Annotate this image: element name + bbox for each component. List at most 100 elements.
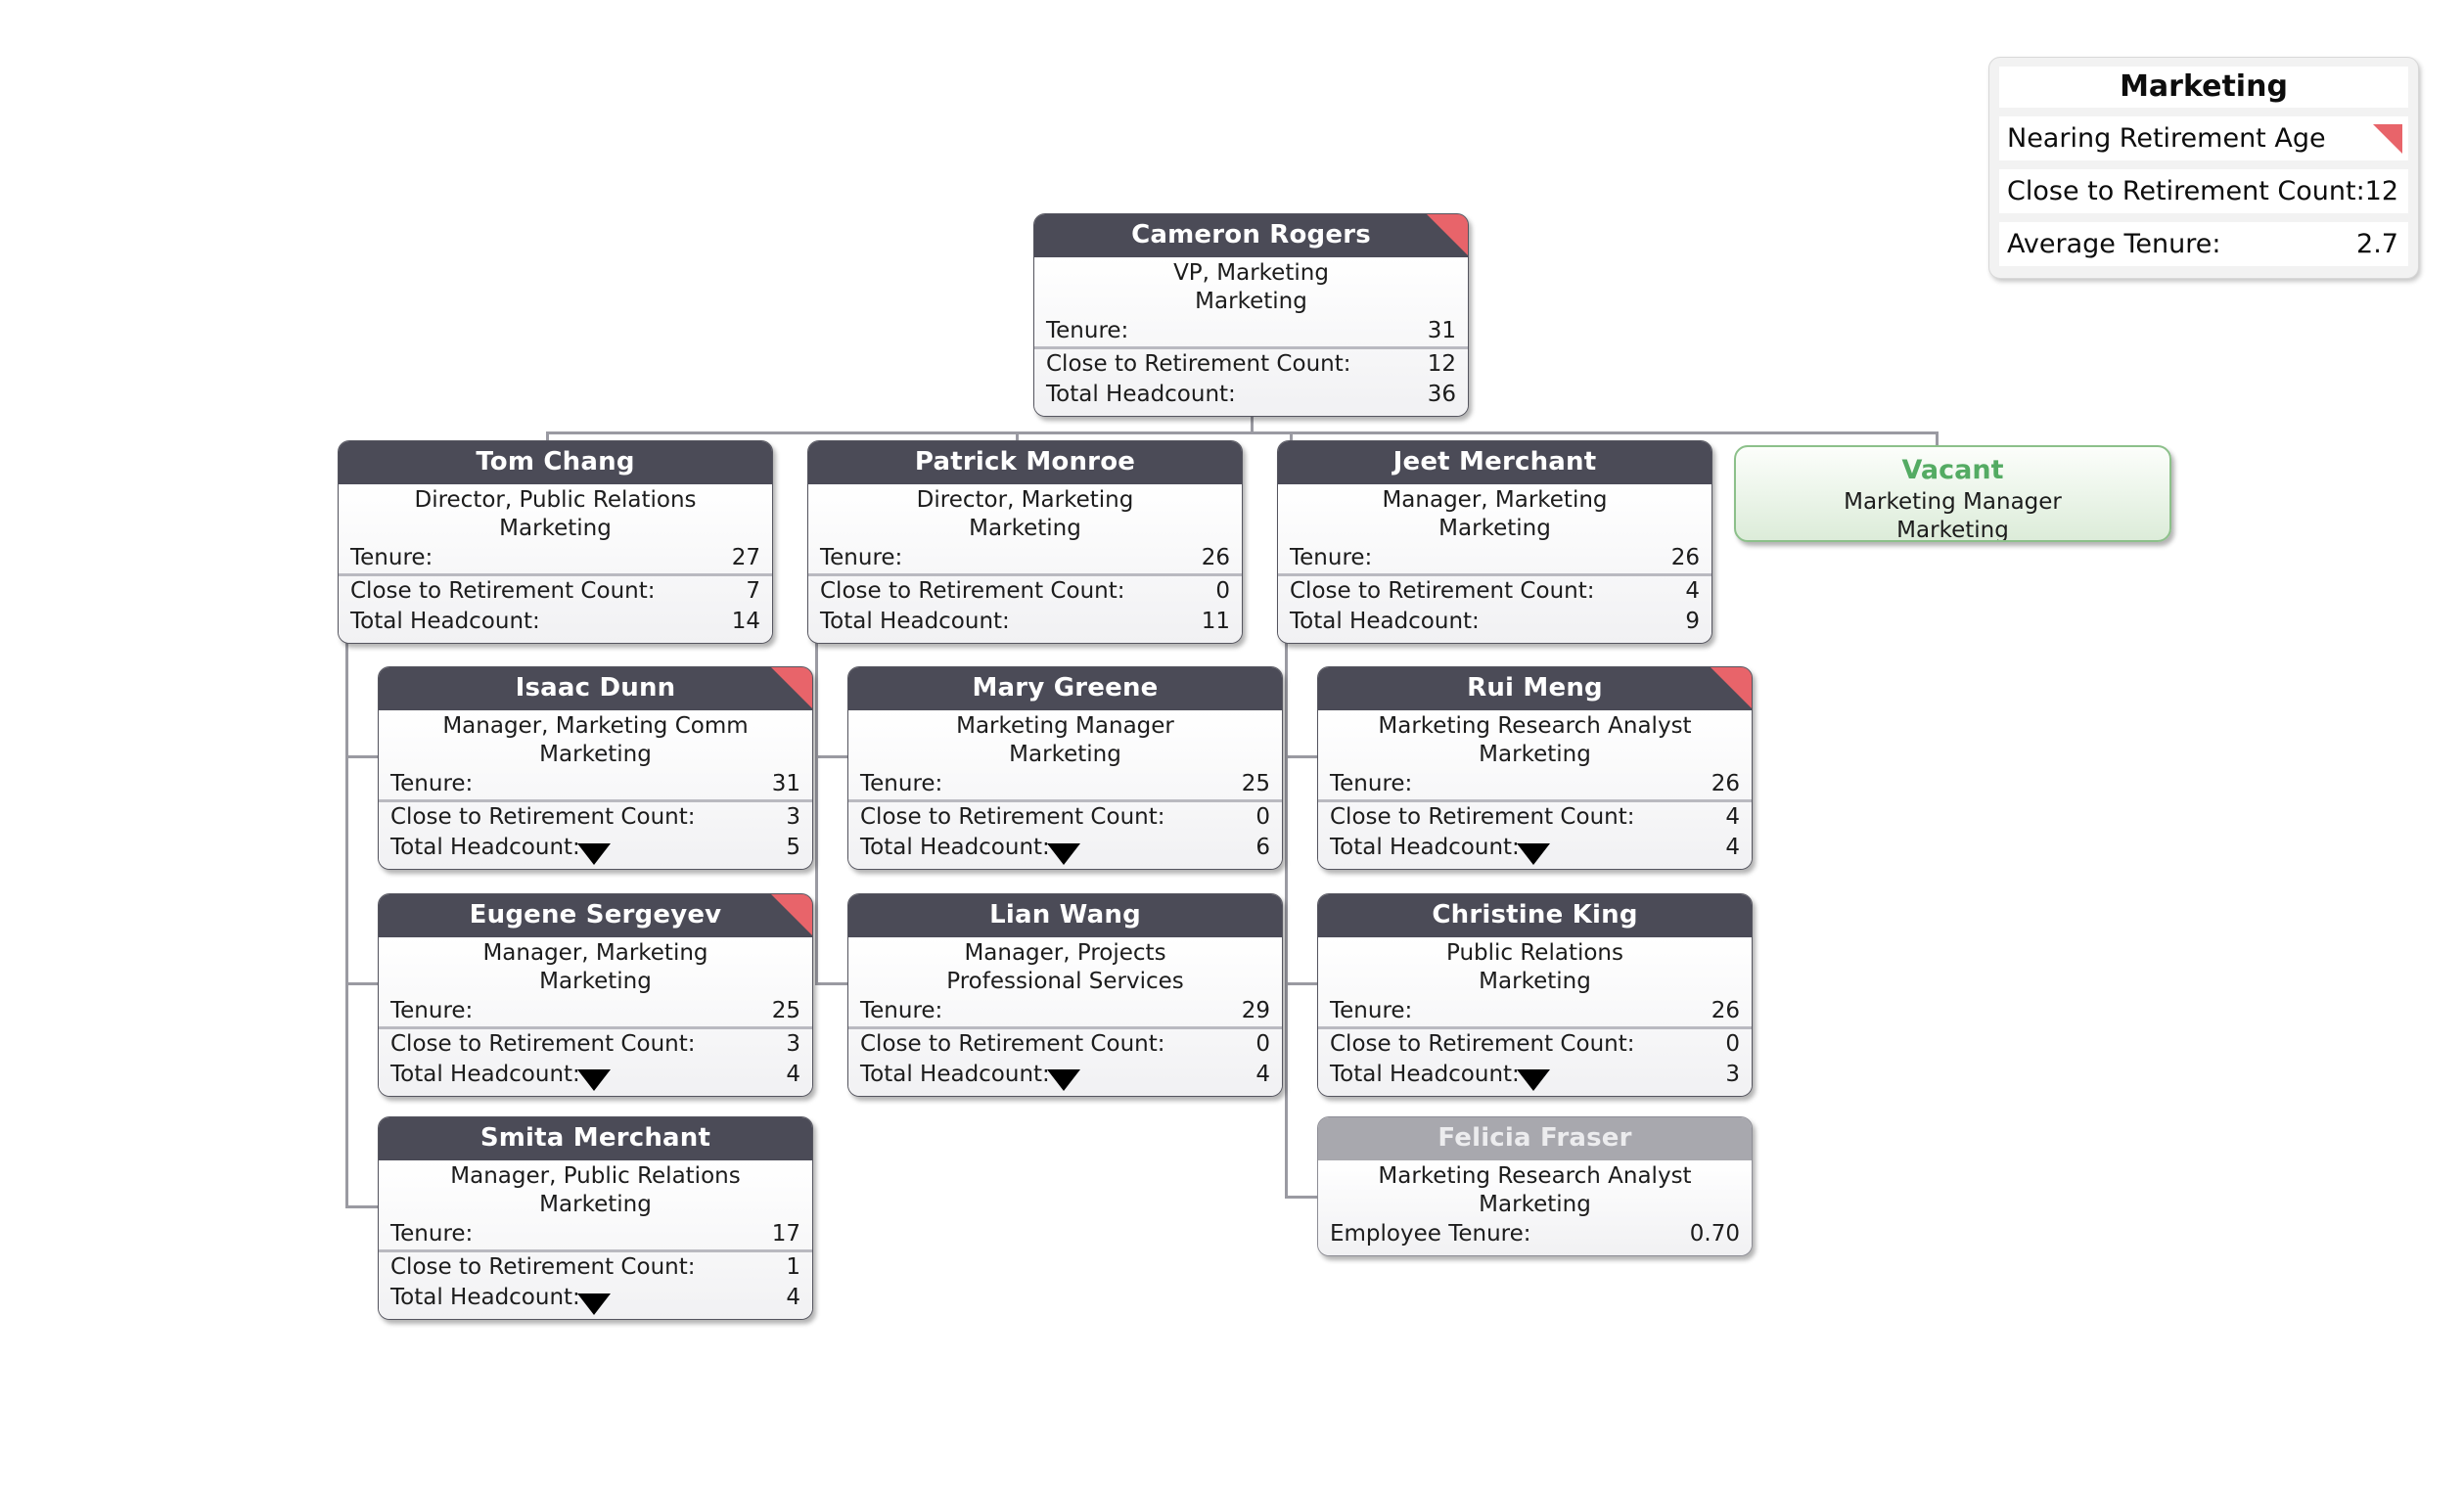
node-rui-meng[interactable]: Rui Meng Marketing Research Analyst Mark… xyxy=(1317,666,1753,870)
stat-label: Close to Retirement Count: xyxy=(820,578,1125,604)
node-header: Jeet Merchant xyxy=(1278,441,1711,484)
node-dept: Marketing xyxy=(1009,742,1121,767)
stat-label: Tenure: xyxy=(1330,998,1413,1023)
node-mary-greene[interactable]: Mary Greene Marketing Manager Marketing … xyxy=(847,666,1283,870)
stat-close-to-retirement: Close to Retirement Count: 12 xyxy=(1034,349,1468,380)
stat-value: 3 xyxy=(1725,1062,1740,1087)
stat-label: Total Headcount: xyxy=(1046,382,1236,407)
stat-close-to-retirement: Close to Retirement Count: 7 xyxy=(339,576,772,607)
connector-branch-felicia xyxy=(1285,1196,1318,1199)
collapse-arrow-smita[interactable] xyxy=(577,1293,611,1315)
stat-label: Total Headcount: xyxy=(860,1062,1050,1087)
stat-close-to-retirement: Close to Retirement Count: 1 xyxy=(379,1252,812,1283)
stat-label: Tenure: xyxy=(860,998,943,1023)
stat-value: 0 xyxy=(1725,1031,1740,1057)
stat-close-to-retirement: Close to Retirement Count: 3 xyxy=(379,1029,812,1060)
stat-label: Total Headcount: xyxy=(1330,1062,1520,1087)
node-title: VP, Marketing xyxy=(1173,260,1329,286)
stat-tenure: Tenure: 26 xyxy=(1318,996,1752,1029)
stat-label: Close to Retirement Count: xyxy=(1330,1031,1635,1057)
stat-value: 31 xyxy=(771,771,800,796)
node-name: Jeet Merchant xyxy=(1392,447,1597,476)
connector-branch-christine xyxy=(1285,982,1318,985)
stat-total-headcount: Total Headcount: 4 xyxy=(379,1060,812,1090)
stat-tenure: Tenure: 31 xyxy=(1034,316,1468,349)
node-lian-wang[interactable]: Lian Wang Manager, Projects Professional… xyxy=(847,893,1283,1097)
node-cameron-rogers[interactable]: Cameron Rogers VP, Marketing Marketing T… xyxy=(1033,213,1469,417)
node-body: Manager, Marketing Comm Marketing Tenure… xyxy=(379,710,812,869)
node-name: Christine King xyxy=(1432,900,1638,930)
stat-value: 29 xyxy=(1241,998,1270,1023)
node-vacant-marketing-manager[interactable]: Vacant Marketing Manager Marketing xyxy=(1734,445,2171,542)
connector-level1-bus xyxy=(546,431,1939,434)
stat-label: Close to Retirement Count: xyxy=(390,1031,696,1057)
node-name: Isaac Dunn xyxy=(515,673,676,703)
collapse-arrow-lian[interactable] xyxy=(1047,1069,1080,1091)
node-title: Manager, Marketing xyxy=(482,940,708,966)
stat-label: Close to Retirement Count: xyxy=(350,578,656,604)
stat-value: 0.70 xyxy=(1689,1221,1740,1247)
stat-tenure: Tenure: 27 xyxy=(339,543,772,576)
stat-value: 26 xyxy=(1201,545,1230,570)
stat-label: Tenure: xyxy=(390,771,474,796)
node-body: Manager, Marketing Marketing Tenure: 26 … xyxy=(1278,484,1711,643)
collapse-arrow-eugene[interactable] xyxy=(577,1069,611,1091)
node-name: Mary Greene xyxy=(972,673,1159,703)
stat-value: 7 xyxy=(746,578,760,604)
collapse-arrow-rui[interactable] xyxy=(1517,843,1550,865)
legend-row-nearing-retirement: Nearing Retirement Age xyxy=(1999,116,2408,160)
stat-label: Close to Retirement Count: xyxy=(1290,578,1595,604)
node-dept: Marketing xyxy=(539,969,652,994)
node-tom-chang[interactable]: Tom Chang Director, Public Relations Mar… xyxy=(338,440,773,644)
stat-tenure: Tenure: 17 xyxy=(379,1219,812,1252)
node-name: Vacant xyxy=(1901,455,2004,485)
stat-value: 3 xyxy=(786,804,800,830)
node-isaac-dunn[interactable]: Isaac Dunn Manager, Marketing Comm Marke… xyxy=(378,666,813,870)
stat-total-headcount: Total Headcount: 4 xyxy=(1318,833,1752,863)
connector-branch-smita xyxy=(345,1205,379,1208)
node-dept: Marketing xyxy=(1479,742,1591,767)
node-body: Manager, Public Relations Marketing Tenu… xyxy=(379,1160,812,1319)
node-christine-king[interactable]: Christine King Public Relations Marketin… xyxy=(1317,893,1753,1097)
stat-value: 25 xyxy=(1241,771,1270,796)
collapse-arrow-isaac[interactable] xyxy=(577,843,611,865)
node-eugene-sergeyev[interactable]: Eugene Sergeyev Manager, Marketing Marke… xyxy=(378,893,813,1097)
stat-close-to-retirement: Close to Retirement Count: 0 xyxy=(808,576,1242,607)
stat-value: 4 xyxy=(1725,835,1740,860)
node-header: Felicia Fraser xyxy=(1318,1117,1752,1160)
stat-tenure: Tenure: 26 xyxy=(1278,543,1711,576)
legend-row-average-tenure: Average Tenure: 2.7 xyxy=(1999,222,2408,266)
connector-rail-tom xyxy=(345,612,348,1208)
node-name: Rui Meng xyxy=(1467,673,1603,703)
stat-tenure: Tenure: 31 xyxy=(379,769,812,802)
node-header: Isaac Dunn xyxy=(379,667,812,710)
collapse-arrow-christine[interactable] xyxy=(1517,1069,1550,1091)
stat-close-to-retirement: Close to Retirement Count: 4 xyxy=(1278,576,1711,607)
stat-value: 0 xyxy=(1215,578,1230,604)
node-header: Cameron Rogers xyxy=(1034,214,1468,257)
stat-label: Total Headcount: xyxy=(1330,835,1520,860)
node-jeet-merchant[interactable]: Jeet Merchant Manager, Marketing Marketi… xyxy=(1277,440,1712,644)
stat-total-headcount: Total Headcount: 6 xyxy=(848,833,1282,863)
stat-label: Employee Tenure: xyxy=(1330,1221,1531,1247)
stat-value: 27 xyxy=(731,545,760,570)
stat-close-to-retirement: Close to Retirement Count: 4 xyxy=(1318,802,1752,833)
node-body: Manager, Marketing Marketing Tenure: 25 … xyxy=(379,937,812,1096)
stat-label: Tenure: xyxy=(390,1221,474,1247)
collapse-arrow-mary[interactable] xyxy=(1047,843,1080,865)
node-stats: Tenure: 26 Close to Retirement Count: 0 … xyxy=(808,543,1242,643)
stat-value: 14 xyxy=(731,609,760,634)
node-header: Patrick Monroe xyxy=(808,441,1242,484)
node-title: Manager, Marketing xyxy=(1382,487,1608,513)
stat-value: 26 xyxy=(1711,998,1740,1023)
node-felicia-fraser[interactable]: Felicia Fraser Marketing Research Analys… xyxy=(1317,1116,1753,1256)
stat-label: Tenure: xyxy=(1046,318,1129,343)
node-patrick-monroe[interactable]: Patrick Monroe Director, Marketing Marke… xyxy=(807,440,1243,644)
node-body: VP, Marketing Marketing Tenure: 31 Close… xyxy=(1034,257,1468,416)
node-smita-merchant[interactable]: Smita Merchant Manager, Public Relations… xyxy=(378,1116,813,1320)
node-body: Marketing Research Analyst Marketing Emp… xyxy=(1318,1160,1752,1255)
node-stats: Tenure: 26 Close to Retirement Count: 4 … xyxy=(1318,769,1752,869)
stat-value: 9 xyxy=(1685,609,1700,634)
stat-close-to-retirement: Close to Retirement Count: 0 xyxy=(1318,1029,1752,1060)
node-title: Manager, Marketing Comm xyxy=(442,713,749,739)
